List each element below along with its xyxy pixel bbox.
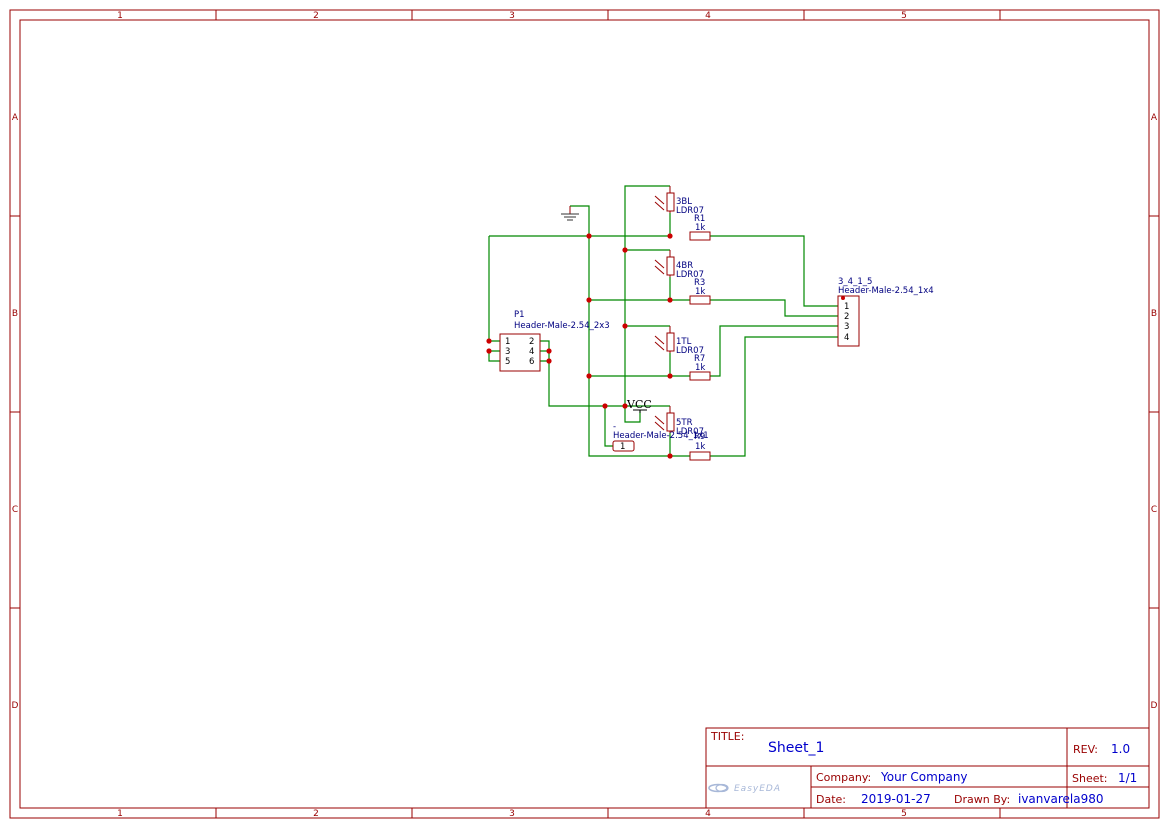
r9-prefix: R9 xyxy=(694,432,705,442)
frame-row-label-left-b: B xyxy=(12,309,18,319)
resistor-r3: R3 1k xyxy=(689,278,711,305)
conn4-pin-2: 2 xyxy=(844,312,849,322)
p1-prefix: P1 xyxy=(514,310,525,320)
resistor-r1: R1 1k xyxy=(689,214,711,241)
frame-col-label-bottom-4: 4 xyxy=(705,809,711,819)
frame-col-label-top-5: 5 xyxy=(901,11,907,21)
resistor-r9: R9 1k xyxy=(689,432,711,461)
ldr-5tr-prefix: 5TR xyxy=(676,418,693,428)
sheet-frame: 1 2 3 4 5 1 2 3 4 5 A B C D A B C D xyxy=(9,9,1160,819)
conn4-prefix: 3_4_1_5 xyxy=(838,277,872,287)
hdr1-prefix: - xyxy=(613,422,616,432)
title-label: TITLE: xyxy=(710,730,744,743)
vcc-net-flag: VCC xyxy=(626,398,652,413)
hdr1-pin-1: 1 xyxy=(620,442,625,452)
frame-col-label-bottom-3: 3 xyxy=(509,809,515,819)
frame-col-label-top-4: 4 xyxy=(705,11,711,21)
ldr-3bl: 3BL LDR07 xyxy=(654,186,704,216)
ldr-1tl-prefix: 1TL xyxy=(676,337,692,347)
r1-prefix: R1 xyxy=(694,214,705,224)
frame-row-label-right-b: B xyxy=(1151,309,1157,319)
date-label: Date: xyxy=(816,793,846,806)
frame-row-label-right-a: A xyxy=(1151,113,1158,123)
header-1x1: - Header-Male-2.54_1x1 1 xyxy=(612,422,709,452)
conn4-value: Header-Male-2.54_1x4 xyxy=(838,286,934,296)
r3-value: 1k xyxy=(695,287,705,297)
ldr-3bl-value: LDR07 xyxy=(676,206,704,216)
ldr-4br-light-arrows-icon xyxy=(654,259,665,275)
rev-value: 1.0 xyxy=(1111,742,1130,756)
wires xyxy=(488,185,838,457)
rev-label: REV: xyxy=(1073,743,1098,756)
hdr1-value: Header-Male-2.54_1x1 xyxy=(613,431,709,441)
frame-col-label-top-3: 3 xyxy=(509,11,515,21)
ldr-4br-value: LDR07 xyxy=(676,270,704,280)
conn4-pin-1: 1 xyxy=(844,302,849,312)
frame-row-label-left-c: C xyxy=(12,505,18,515)
ldr-4br-prefix: 4BR xyxy=(676,261,693,271)
ldr-1tl-value: LDR07 xyxy=(676,346,704,356)
frame-row-label-right-c: C xyxy=(1151,505,1157,515)
p1-pin-2: 2 xyxy=(529,337,534,347)
drawn-by-label: Drawn By: xyxy=(954,793,1010,806)
r7-prefix: R7 xyxy=(694,354,705,364)
p1-value: Header-Male-2.54_2x3 xyxy=(514,321,610,331)
ldr-3bl-light-arrows-icon xyxy=(654,195,665,211)
header-3-4-1-5: 3_4_1_5 Header-Male-2.54_1x4 1 2 3 4 xyxy=(837,277,934,347)
ldr-4br: 4BR LDR07 xyxy=(654,250,704,280)
junctions xyxy=(486,233,845,459)
company-value: Your Company xyxy=(880,770,968,784)
r9-value: 1k xyxy=(695,442,705,452)
frame-col-label-bottom-1: 1 xyxy=(117,809,123,819)
ldr-1tl-light-arrows-icon xyxy=(654,335,665,351)
easyeda-logo-text: EasyEDA xyxy=(734,784,781,794)
sheet-title: Sheet_1 xyxy=(768,740,824,756)
frame-row-label-left-d: D xyxy=(12,701,19,711)
frame-col-label-top-2: 2 xyxy=(313,11,319,21)
r1-value: 1k xyxy=(695,223,705,233)
frame-row-ticks xyxy=(10,215,1159,609)
ldr-1tl: 1TL LDR07 xyxy=(654,326,704,356)
sheet-value: 1/1 xyxy=(1118,771,1137,785)
p1-pin-4: 4 xyxy=(529,347,534,357)
easyeda-logo: EasyEDA xyxy=(708,783,781,794)
p1-pin-5: 5 xyxy=(505,357,510,367)
ldr-5tr-light-arrows-icon xyxy=(654,415,665,431)
r3-prefix: R3 xyxy=(694,278,705,288)
p1-pin-1: 1 xyxy=(505,337,510,347)
frame-column-ticks xyxy=(215,10,1001,818)
date-value: 2019-01-27 xyxy=(861,792,931,806)
p1-pin-6: 6 xyxy=(529,357,534,367)
conn4-pin-3: 3 xyxy=(844,322,849,332)
frame-row-label-left-a: A xyxy=(12,113,19,123)
header-p1: P1 Header-Male-2.54_2x3 1 2 3 4 5 6 xyxy=(499,310,610,372)
ldr-3bl-prefix: 3BL xyxy=(676,197,692,207)
title-block: TITLE: Sheet_1 REV: 1.0 Company: Your Co… xyxy=(705,727,1150,809)
company-label: Company: xyxy=(816,771,871,784)
ldr-5tr-value: LDR07 xyxy=(676,427,704,437)
vcc-label: VCC xyxy=(626,398,652,411)
ground-icon xyxy=(561,206,579,221)
drawn-by-value: ivanvarela980 xyxy=(1018,792,1104,806)
frame-col-label-top-1: 1 xyxy=(117,11,123,21)
resistor-r7: R7 1k xyxy=(689,354,711,381)
sheet-label: Sheet: xyxy=(1072,772,1108,785)
frame-col-label-bottom-2: 2 xyxy=(313,809,319,819)
frame-row-label-right-d: D xyxy=(1151,701,1158,711)
ldr-5tr: 5TR LDR07 xyxy=(654,406,704,437)
r7-value: 1k xyxy=(695,363,705,373)
frame-col-label-bottom-5: 5 xyxy=(901,809,907,819)
p1-pin-3: 3 xyxy=(505,347,510,357)
conn4-pin-4: 4 xyxy=(844,333,849,343)
